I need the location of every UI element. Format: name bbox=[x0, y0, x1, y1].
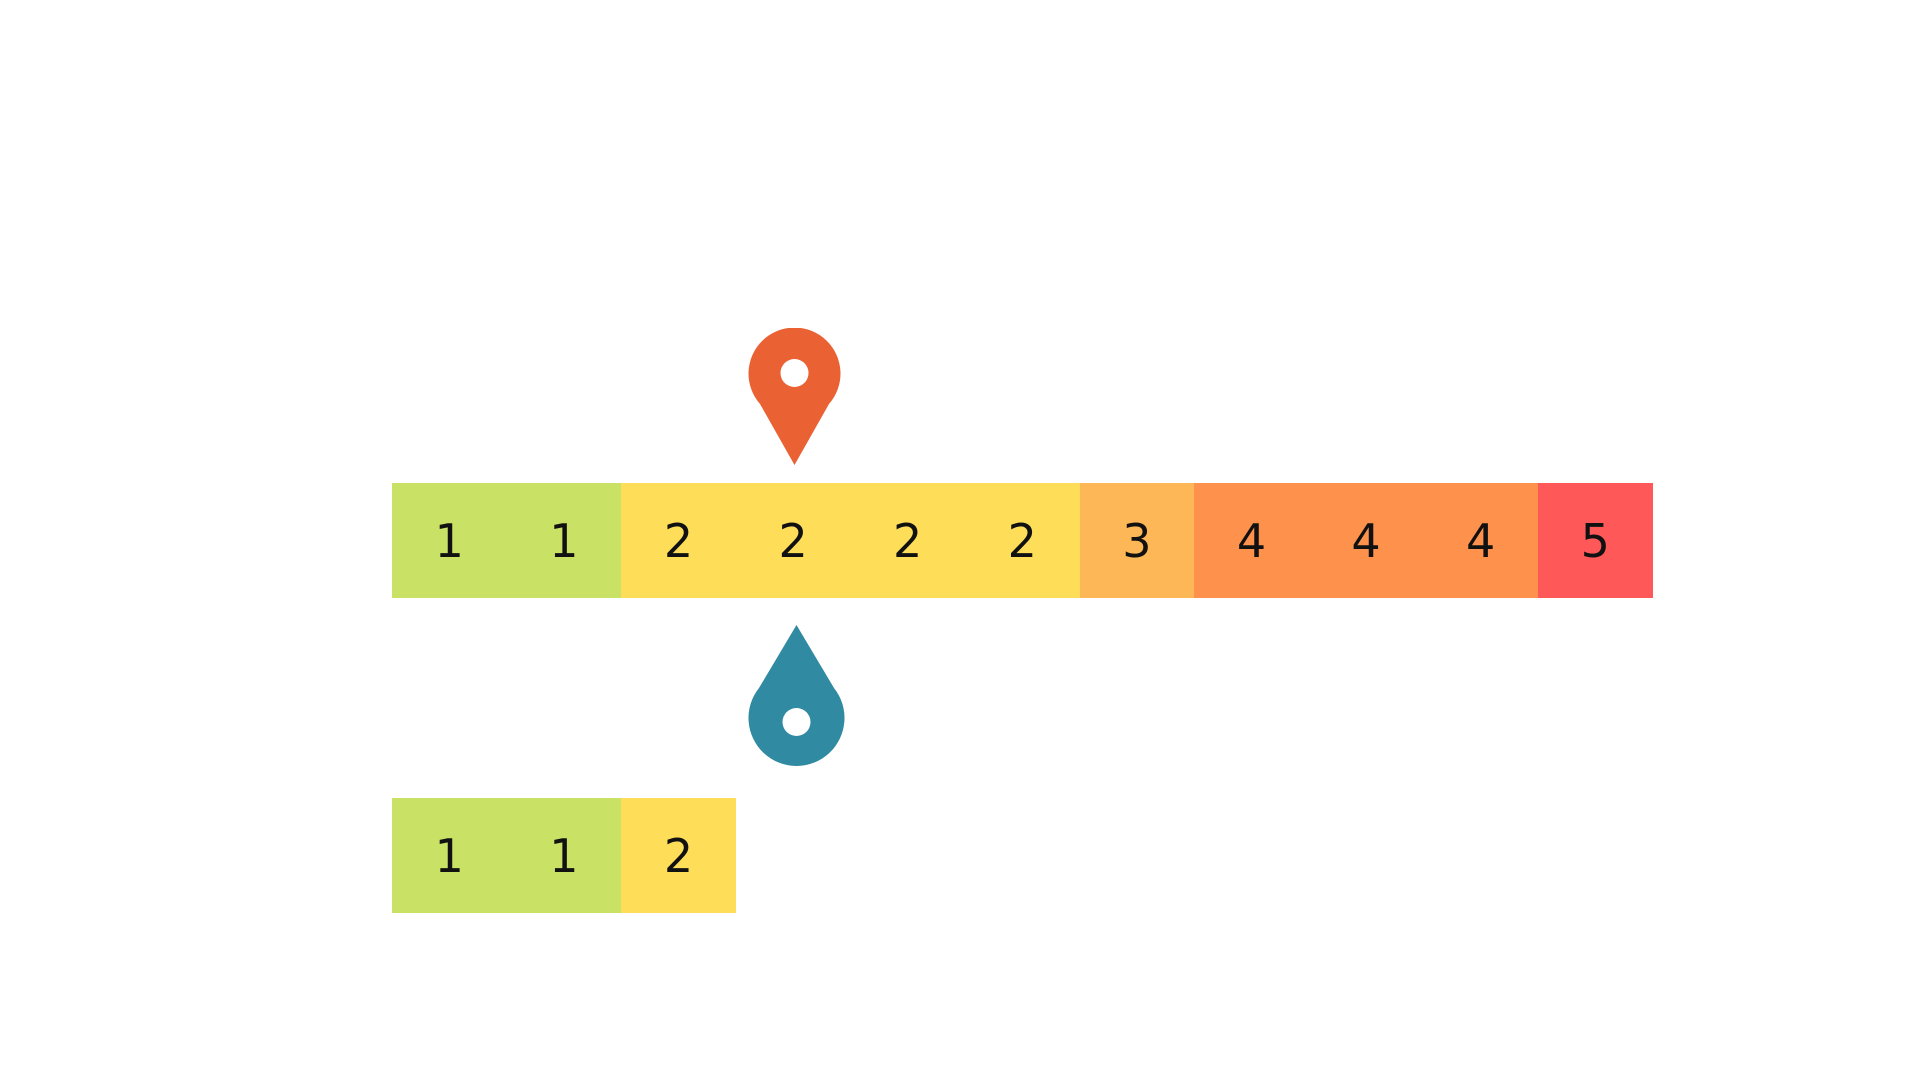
main-array-cell: 2 bbox=[850, 483, 965, 598]
main-array-cell: 5 bbox=[1537, 483, 1653, 598]
main-array-cell: 3 bbox=[1079, 483, 1195, 598]
main-array-cell: 1 bbox=[506, 483, 622, 598]
sub-array-cell: 1 bbox=[506, 798, 622, 913]
main-array-cell: 2 bbox=[964, 483, 1080, 598]
main-array-cell: 1 bbox=[392, 483, 507, 598]
map-pin-icon bbox=[748, 327, 841, 470]
sub-array-cell: 2 bbox=[621, 798, 736, 913]
main-array-cell: 4 bbox=[1308, 483, 1424, 598]
sub-array-cell: 1 bbox=[392, 798, 507, 913]
main-array-cell: 4 bbox=[1423, 483, 1538, 598]
main-array-cell: 4 bbox=[1194, 483, 1309, 598]
main-array-cell: 2 bbox=[621, 483, 736, 598]
main-array-cell: 2 bbox=[735, 483, 851, 598]
droplet-pin-icon bbox=[748, 624, 845, 775]
